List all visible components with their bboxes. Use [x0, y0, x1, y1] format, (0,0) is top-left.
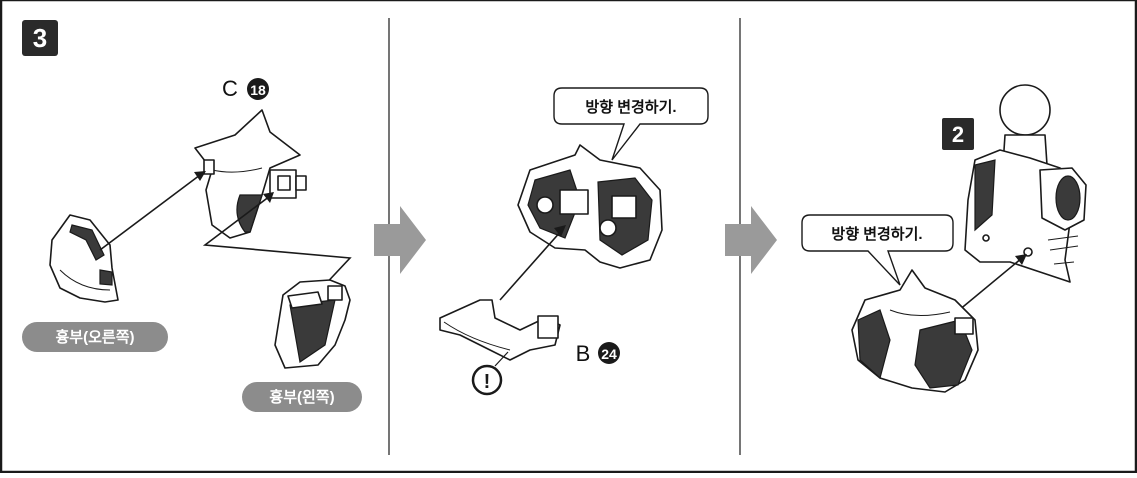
part-b24-plate	[440, 300, 560, 360]
flow-arrow-icon	[725, 206, 777, 274]
part-right-chest	[50, 215, 118, 302]
part-code-number-b: 24	[601, 346, 617, 362]
assembly-arrowhead-1	[194, 171, 206, 181]
part-code-letter-b: B	[576, 341, 591, 366]
panel-1: 3 C 18	[22, 20, 362, 412]
callout-text-2: 방향 변경하기.	[831, 225, 922, 243]
step-number: 3	[33, 23, 47, 53]
part-body-torso	[965, 85, 1086, 282]
assembly-arrow-3	[500, 230, 562, 300]
sub-step-badge: 2	[942, 118, 974, 150]
part-code-b24: B 24	[576, 341, 620, 366]
step-badge: 3	[22, 20, 58, 56]
label-right-chest: 흉부(오른쪽)	[22, 322, 168, 352]
part-torso-assembly	[518, 145, 662, 268]
part-code-number: 18	[250, 82, 266, 98]
label-left-chest: 흉부(왼쪽)	[242, 382, 362, 412]
caution-icon: !	[473, 366, 501, 394]
label-left-chest-text: 흉부(왼쪽)	[269, 388, 334, 406]
part-left-chest	[275, 280, 350, 368]
flow-arrow-icon	[374, 206, 426, 274]
part-code-letter: C	[222, 76, 238, 101]
panel-2: 방향 변경하기. ! B	[440, 88, 708, 394]
label-right-chest-text: 흉부(오른쪽)	[56, 328, 135, 346]
callout-change-direction-2: 방향 변경하기.	[802, 215, 953, 285]
part-code-c18: C 18	[222, 76, 269, 101]
assembly-arrow-1	[100, 175, 200, 250]
part-c18-star-piece	[195, 110, 306, 238]
callout-text-1: 방향 변경하기.	[585, 98, 676, 116]
caution-mark-text: !	[484, 371, 491, 393]
sub-step-number: 2	[952, 122, 964, 147]
part-chest-assembly	[852, 270, 978, 392]
panel-3: 2 방향 변경하기.	[802, 85, 1086, 392]
